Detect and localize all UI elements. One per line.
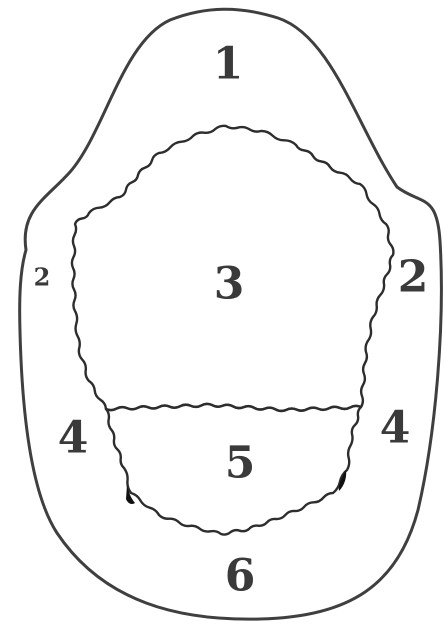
region-6-label: 6	[225, 551, 256, 602]
region-2-left-label: 2	[34, 263, 51, 292]
region-3-label: 3	[214, 259, 245, 310]
region-2-right-label: 2	[398, 252, 429, 303]
region-5-label: 5	[225, 438, 256, 489]
outer-boundary	[20, 9, 442, 619]
region-1-label: 1	[213, 39, 244, 90]
region-4-left-label: 4	[58, 413, 89, 464]
region-4-right-label: 4	[380, 403, 411, 454]
